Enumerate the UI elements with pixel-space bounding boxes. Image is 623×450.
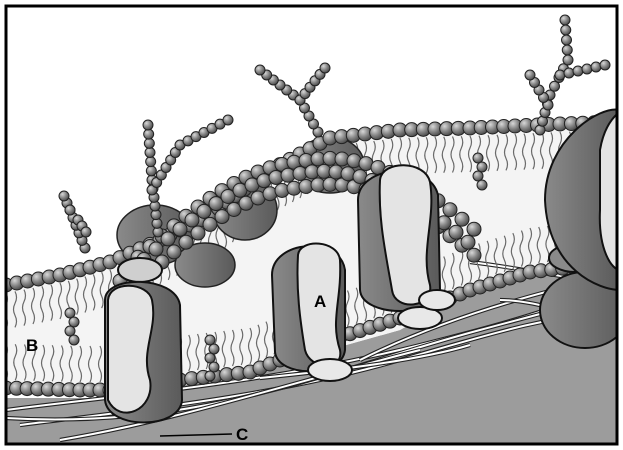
label-c: C <box>236 425 248 444</box>
label-a: A <box>314 292 326 311</box>
integral-protein-a <box>272 244 352 381</box>
label-b: B <box>26 336 38 355</box>
